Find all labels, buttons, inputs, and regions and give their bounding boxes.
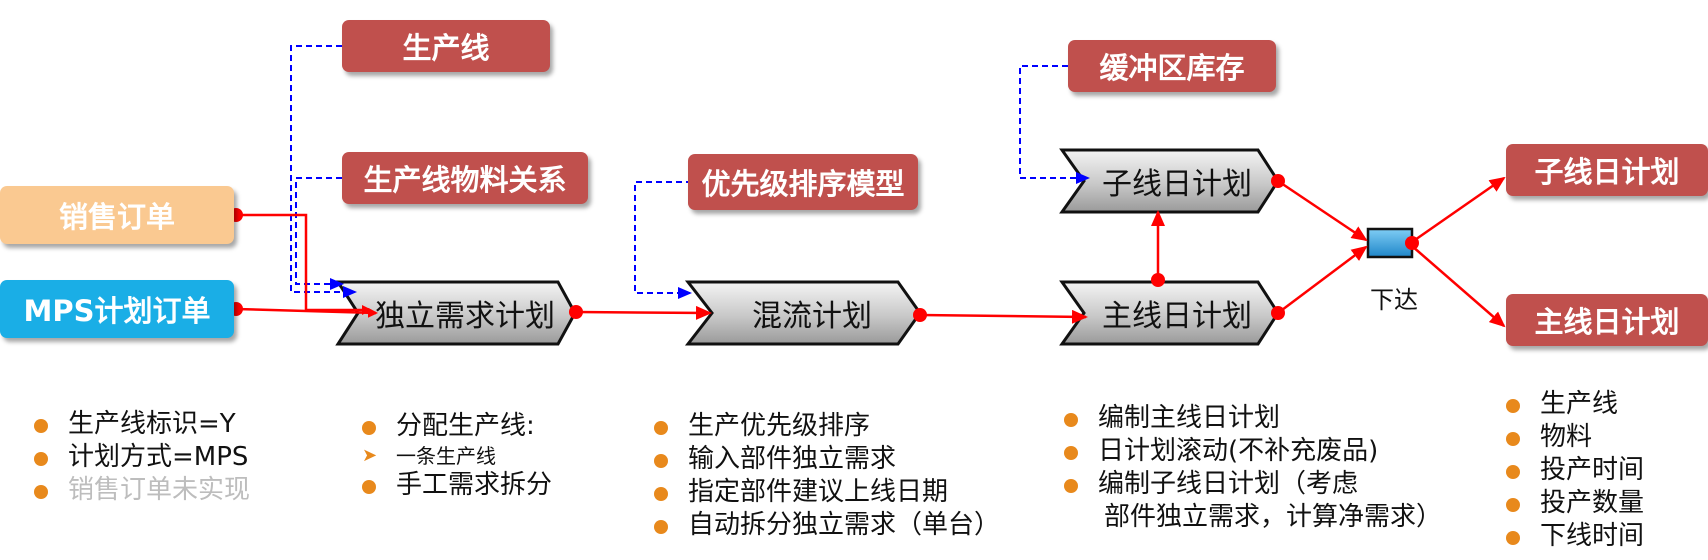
ref-line-line-material	[295, 177, 344, 290]
mps-order-box: MPS计划订单	[0, 280, 234, 338]
list-item: 计划方式=MPS	[34, 441, 250, 474]
flow-mps-to-independent	[235, 307, 378, 318]
list-item: 指定部件建议上线日期	[654, 476, 1000, 509]
release-label: 下达	[1370, 286, 1418, 314]
chevron-mixed-flow-plan	[684, 280, 922, 346]
flow-mixed-to-main	[919, 309, 1088, 324]
list-item: 投产数量	[1506, 487, 1644, 520]
flow-independent-to-mixed	[575, 305, 712, 320]
main-line-daily-plan-label: 主线日计划	[1102, 299, 1252, 334]
list-item: 投产时间	[1506, 454, 1644, 487]
list-item: 日计划滚动(不补充废品)	[1064, 435, 1442, 468]
notes-mixed-flow: 生产优先级排序 输入部件独立需求 指定部件建议上线日期 自动拆分独立需求（单台）	[654, 410, 1000, 542]
ref-line-buffer-inventory	[1019, 65, 1090, 184]
flow-main-to-release	[1277, 245, 1368, 314]
list-item: 手工需求拆分	[362, 469, 552, 502]
notes-daily-plan: 编制主线日计划 日计划滚动(不补充废品) 编制子线日计划（考虑 部件独立需求，计…	[1064, 402, 1442, 534]
list-item: 输入部件独立需求	[654, 443, 1000, 476]
priority-model-box: 优先级排序模型	[688, 154, 918, 210]
notes-independent-demand: 分配生产线: 一条生产线 手工需求拆分	[362, 410, 552, 502]
list-item: 编制主线日计划	[1064, 402, 1442, 435]
flow-sales-to-independent	[236, 213, 372, 315]
ref-line-production-line	[290, 45, 357, 298]
list-item: 自动拆分独立需求（单台）	[654, 509, 1000, 542]
line-material-relation-box: 生产线物料关系	[342, 152, 588, 204]
list-item: 物料	[1506, 421, 1644, 454]
notes-output-fields: 生产线 物料 投产时间 投产数量 下线时间	[1506, 388, 1644, 553]
list-item: 销售订单未实现	[34, 474, 250, 507]
independent-demand-plan-label: 独立需求计划	[375, 299, 555, 334]
buffer-inventory-box: 缓冲区库存	[1068, 40, 1276, 92]
production-line-box: 生产线	[342, 20, 550, 72]
sales-order-box: 销售订单	[0, 186, 234, 244]
flow-sub-to-release	[1277, 179, 1368, 242]
list-item: 一条生产线	[362, 443, 552, 469]
dot-release-out	[1405, 236, 1419, 250]
list-item: 编制子线日计划（考虑	[1064, 468, 1442, 501]
list-item: 分配生产线:	[362, 410, 552, 443]
flow-release-to-sub-output	[1411, 176, 1506, 244]
list-item: 下线时间	[1506, 520, 1644, 553]
main-line-daily-plan-output-box: 主线日计划	[1506, 294, 1708, 346]
list-item: 生产线	[1506, 388, 1644, 421]
flow-release-to-main-output	[1411, 245, 1506, 328]
dot-main-up	[1151, 273, 1165, 287]
dot-sub-out	[1271, 174, 1285, 188]
list-item: 生产优先级排序	[654, 410, 1000, 443]
list-item: 生产线标识=Y	[34, 408, 250, 441]
dot-mixed-out	[913, 308, 927, 322]
mixed-flow-plan-label: 混流计划	[752, 299, 872, 334]
release-box	[1366, 227, 1414, 259]
ref-line-priority-model	[634, 181, 692, 299]
dot-main-out	[1271, 306, 1285, 320]
list-item: 部件独立需求，计算净需求）	[1104, 502, 1443, 532]
dot-independent-out	[569, 305, 583, 319]
notes-source-orders: 生产线标识=Y 计划方式=MPS 销售订单未实现	[34, 408, 250, 507]
sub-line-daily-plan-label: 子线日计划	[1102, 167, 1252, 202]
sub-line-daily-plan-output-box: 子线日计划	[1506, 144, 1708, 196]
